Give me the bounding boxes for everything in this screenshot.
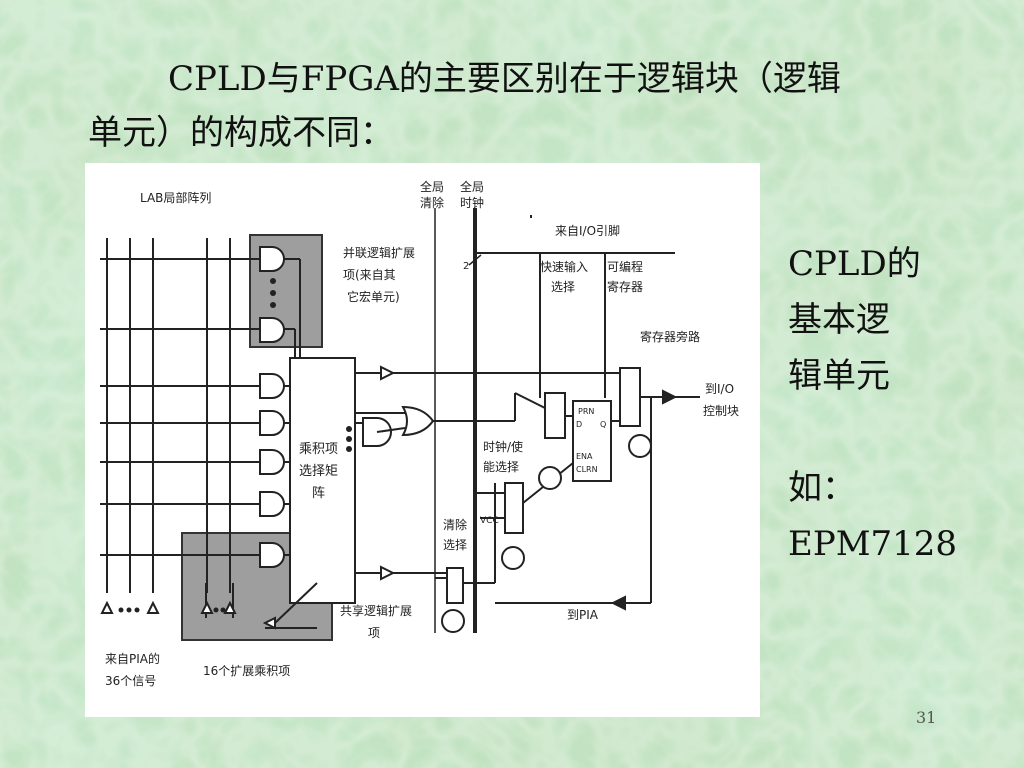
label-shared-exp-1: 共享逻辑扩展 <box>340 603 412 618</box>
label-from-pia-1: 来自PIA的 <box>105 651 160 666</box>
label-prn: PRN <box>578 407 594 416</box>
label-pt-matrix-1: 乘积项 <box>299 442 338 457</box>
label-expand-16: 16个扩展乘积项 <box>203 664 290 678</box>
title-line-2: 单元）的构成不同： <box>88 113 394 153</box>
label-clk-en-2: 能选择 <box>483 460 519 474</box>
label-clk-en-1: 时钟/使 <box>483 439 523 454</box>
label-parallel-exp-2: 项(来自其 <box>343 268 396 282</box>
label-clear-sel-2: 选择 <box>443 538 467 552</box>
label-global-clock-2: 时钟 <box>460 195 484 210</box>
label-pt-matrix-2: 选择矩 <box>299 464 338 479</box>
label-parallel-exp-3: 它宏单元) <box>347 289 400 304</box>
side-caption: CPLD的 基本逻 辑单元 如： EPM7128 <box>788 236 957 572</box>
slide-title: CPLD与FPGA的主要区别在于逻辑块（逻辑 单元）的构成不同： <box>88 52 948 160</box>
cpld-macrocell-diagram: LAB局部阵列 全局 清除 全局 时钟 来自I/O引脚 2 并联逻辑扩展 项(来… <box>85 163 760 717</box>
label-ena: ENA <box>576 452 593 461</box>
label-prog-reg-1: 可编程 <box>607 259 643 274</box>
label-from-io-pin: 来自I/O引脚 <box>555 223 620 238</box>
side-line-2: 基本逻 <box>788 300 890 340</box>
label-global-clock-1: 全局 <box>460 179 484 194</box>
label-clrn: CLRN <box>576 465 598 474</box>
label-from-pia-2: 36个信号 <box>105 674 156 688</box>
label-clear-sel-1: 清除 <box>443 517 467 532</box>
label-lab-array: LAB局部阵列 <box>140 190 211 205</box>
label-vcc: VCC <box>480 516 499 526</box>
side-line-5: 如： <box>788 468 856 508</box>
label-global-clear-1: 全局 <box>420 179 444 194</box>
label-prog-reg-2: 寄存器 <box>607 279 643 294</box>
label-to-io-2: 控制块 <box>703 404 739 418</box>
label-reg-bypass: 寄存器旁路 <box>640 329 700 344</box>
side-line-6: EPM7128 <box>788 524 958 564</box>
label-pt-matrix-3: 阵 <box>312 486 325 501</box>
label-to-io-1: 到I/O <box>705 382 734 396</box>
label-two: 2 <box>463 261 469 272</box>
side-line-3: 辑单元 <box>788 356 890 396</box>
side-line-4 <box>788 404 957 460</box>
label-fast-input-1: 快速输入 <box>540 259 588 274</box>
label-to-pia: 到PIA <box>567 608 599 622</box>
label-global-clear-2: 清除 <box>420 195 444 210</box>
label-fast-input-2: 选择 <box>551 280 575 294</box>
label-parallel-exp-1: 并联逻辑扩展 <box>343 246 415 260</box>
page-number: 31 <box>916 708 937 727</box>
label-q: Q <box>600 420 606 429</box>
title-line-1: CPLD与FPGA的主要区别在于逻辑块（逻辑 <box>168 59 841 99</box>
label-shared-exp-2: 项 <box>368 626 380 640</box>
side-line-1: CPLD的 <box>788 244 921 284</box>
label-d: D <box>576 420 582 429</box>
